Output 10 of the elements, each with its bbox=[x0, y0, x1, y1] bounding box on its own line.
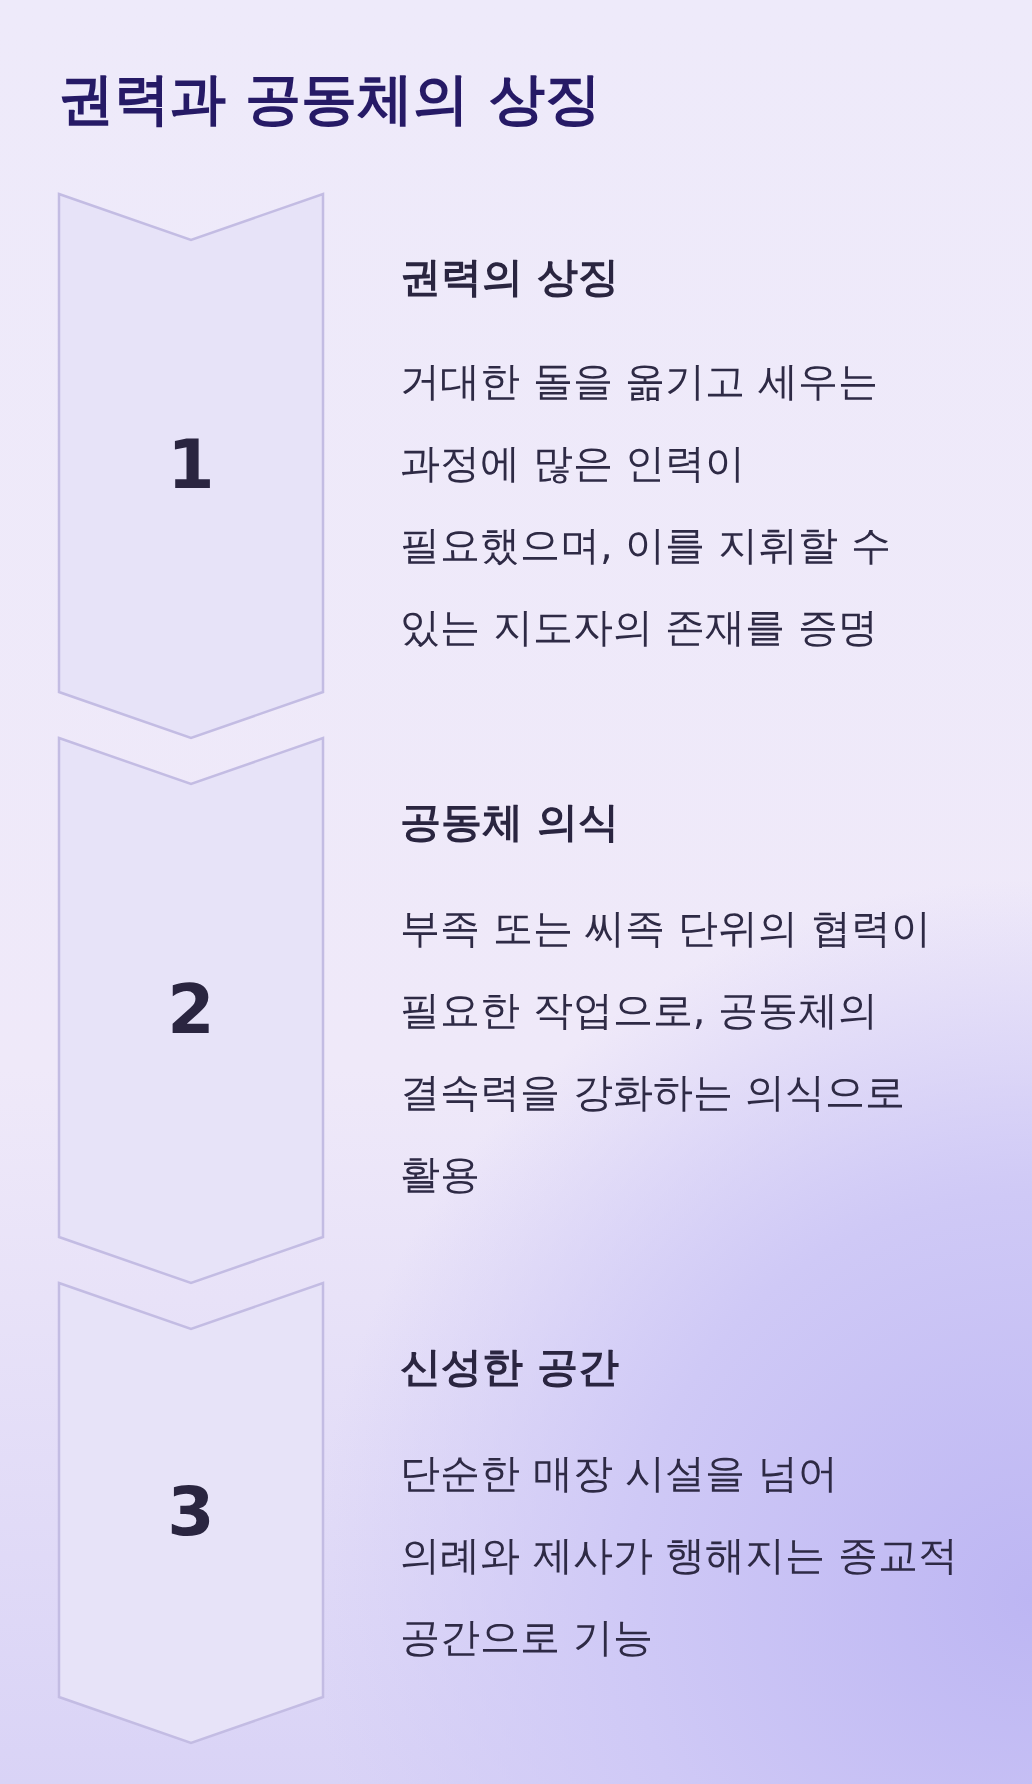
step-number: 2 bbox=[166, 969, 216, 1049]
step-number: 1 bbox=[166, 425, 216, 504]
step-description: 부족 또는 씨족 단위의 협력이 필요한 작업으로, 공동체의 결속력을 강화하는 의식으로 활용 bbox=[400, 904, 932, 1199]
step-description: 단순한 매장 시설을 넘어 의례와 제사가 행해지는 종교적 공간으로 기능 bbox=[400, 1449, 960, 1662]
step-description: 거대한 돌을 옮기고 세우는 과정에 많은 인력이 필요했으며, 이를 지휘할 수 있는 지도자의 존재를 증명 bbox=[400, 357, 892, 652]
step-number: 3 bbox=[166, 1472, 216, 1551]
step-heading: 신성한 공간 bbox=[400, 1342, 620, 1393]
title: 권력과 공동체의 상징 bbox=[58, 65, 601, 133]
step-heading: 권력의 상징 bbox=[400, 252, 620, 303]
step-heading: 공동체 의식 bbox=[400, 797, 620, 848]
